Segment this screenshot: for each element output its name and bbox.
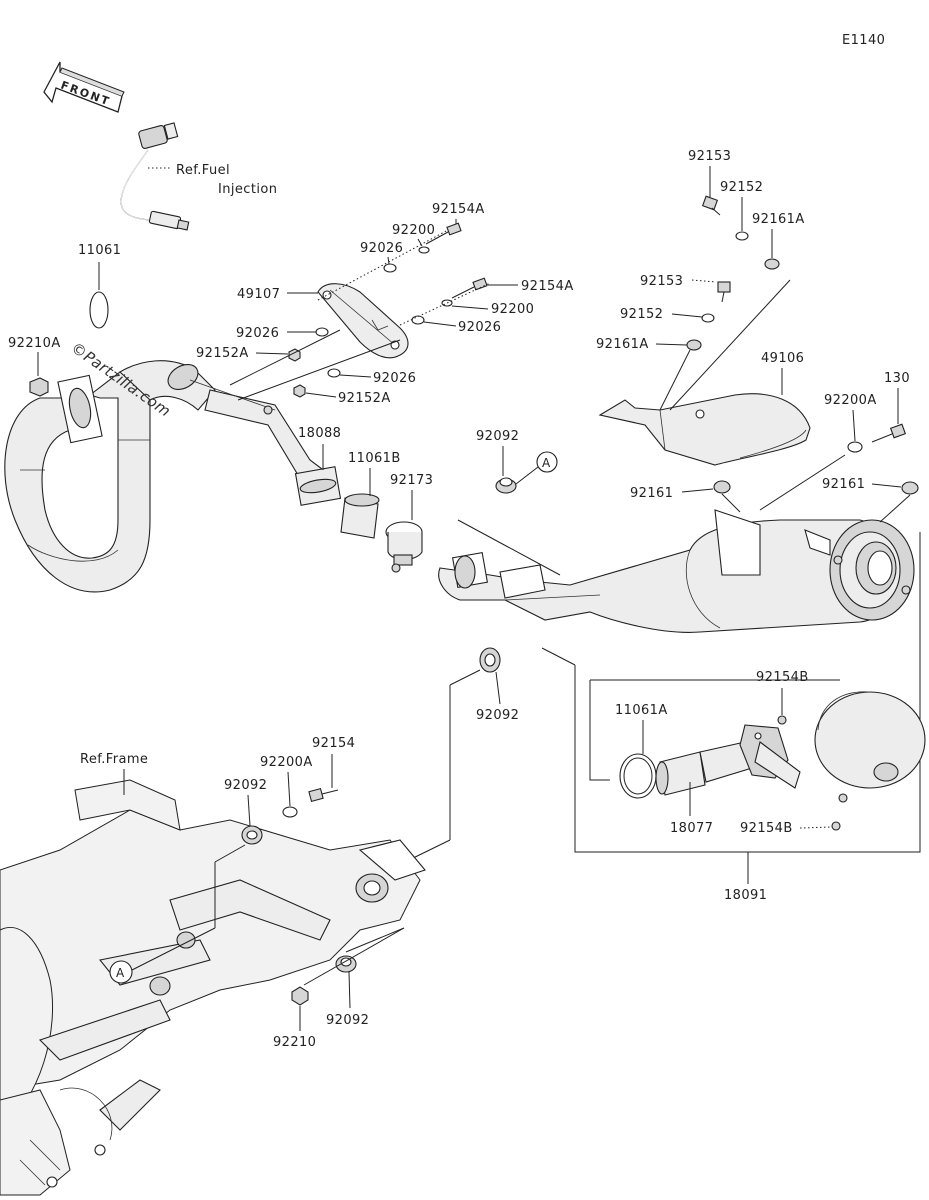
bolt-92154 [308,787,339,803]
bolt-92153-lower [717,281,731,303]
grommet-92161a-upper [764,258,780,270]
label-92200-lower: 92200 [491,302,534,317]
label-92026-d: 92026 [373,371,416,386]
label-92026-a: 92026 [360,241,403,256]
grommet-92161-right [901,481,919,495]
washer-92152-lower [701,313,715,323]
label-49106: 49106 [761,351,804,366]
nut-92210a [29,377,49,397]
label-92154b-upper: 92154B [756,670,809,685]
label-92153-upper: 92153 [688,149,731,164]
washer-92200a-right [847,441,863,453]
label-18077: 18077 [670,821,713,836]
damper-92092-bottom [335,955,357,973]
label-92161a-upper: 92161A [752,212,805,227]
gasket-11061a [619,753,657,799]
label-92152a-b: 92152A [338,391,391,406]
label-92153-lower: 92153 [640,274,683,289]
collar-92026-a [383,263,397,273]
clamp-92173 [385,521,423,573]
washer-92200a-left [282,806,298,818]
washer-92152-upper [735,231,749,241]
header-pipe [4,360,216,593]
label-92026-b: 92026 [458,320,501,335]
label-92154b-lower: 92154B [740,821,793,836]
gasket-11061b [340,493,380,539]
label-92210a: 92210A [8,336,61,351]
diagram-code: E1140 [842,33,885,48]
screw-92154b-lower [831,821,841,831]
grommet-92161-mid [713,480,731,494]
front-arrow-icon: FRONT [43,61,125,113]
muffler-18091 [438,509,915,633]
collar-92026-d [327,368,341,378]
mid-pipe [189,379,342,506]
label-49107: 49107 [237,287,280,302]
bolt-92153-upper [701,195,721,216]
heat-guard-49107 [317,283,409,359]
washer-92200-lower [441,299,453,307]
label-92154a-upper: 92154A [432,202,485,217]
frame [0,779,426,1196]
label-92161a-lower: 92161A [596,337,649,352]
ref-fuel-line1: Ref.Fuel [176,163,230,178]
label-130: 130 [884,371,910,386]
label-92161-mid: 92161 [630,486,673,501]
label-92092-lower: 92092 [476,708,519,723]
marker-a-upper [536,451,558,473]
label-11061a: 11061A [615,703,668,718]
label-92092-left: 92092 [224,778,267,793]
label-92026-c: 92026 [236,326,279,341]
washer-92200-upper [418,246,430,254]
marker-a-upper-label: A [542,456,551,470]
collar-92026-b [411,315,425,325]
label-92200-upper: 92200 [392,223,435,238]
ref-frame: Ref.Frame [80,752,148,767]
bolt-130 [871,423,907,443]
grommet-92161a-lower [686,339,702,351]
damper-92092-left [241,825,263,845]
label-92173: 92173 [390,473,433,488]
label-92200a-left: 92200A [260,755,313,770]
label-92154a-lower: 92154A [521,279,574,294]
label-11061b: 11061B [348,451,401,466]
marker-a-lower [109,960,133,984]
tailpipe-18077 [655,724,801,796]
label-92152-upper: 92152 [720,180,763,195]
screw-92154b-upper [777,715,787,725]
damper-92092-lower [479,647,501,673]
nut-92152a-b [293,384,306,398]
nut-92152a-a [288,348,301,362]
collar-92026-c [315,327,329,337]
heat-guard-49106 [598,393,811,466]
label-92200a-right: 92200A [824,393,877,408]
label-18091: 18091 [724,888,767,903]
label-11061: 11061 [78,243,121,258]
end-cap [814,691,926,803]
bolt-92154a-upper [425,222,462,245]
label-92154: 92154 [312,736,355,751]
label-18088: 18088 [298,426,341,441]
gasket-11061 [89,291,109,329]
nut-92210 [291,986,309,1006]
damper-92092-mid [495,477,517,494]
ref-fuel-line2: Injection [218,182,277,197]
bolt-92154a-lower [451,277,488,299]
oxygen-sensor [120,122,190,231]
marker-a-lower-label: A [116,966,125,980]
label-92152a-a: 92152A [196,346,249,361]
label-92092-bottom: 92092 [326,1013,369,1028]
label-92210: 92210 [273,1035,316,1050]
label-92092-mid: 92092 [476,429,519,444]
label-92152-lower: 92152 [620,307,663,322]
label-92161-right: 92161 [822,477,865,492]
